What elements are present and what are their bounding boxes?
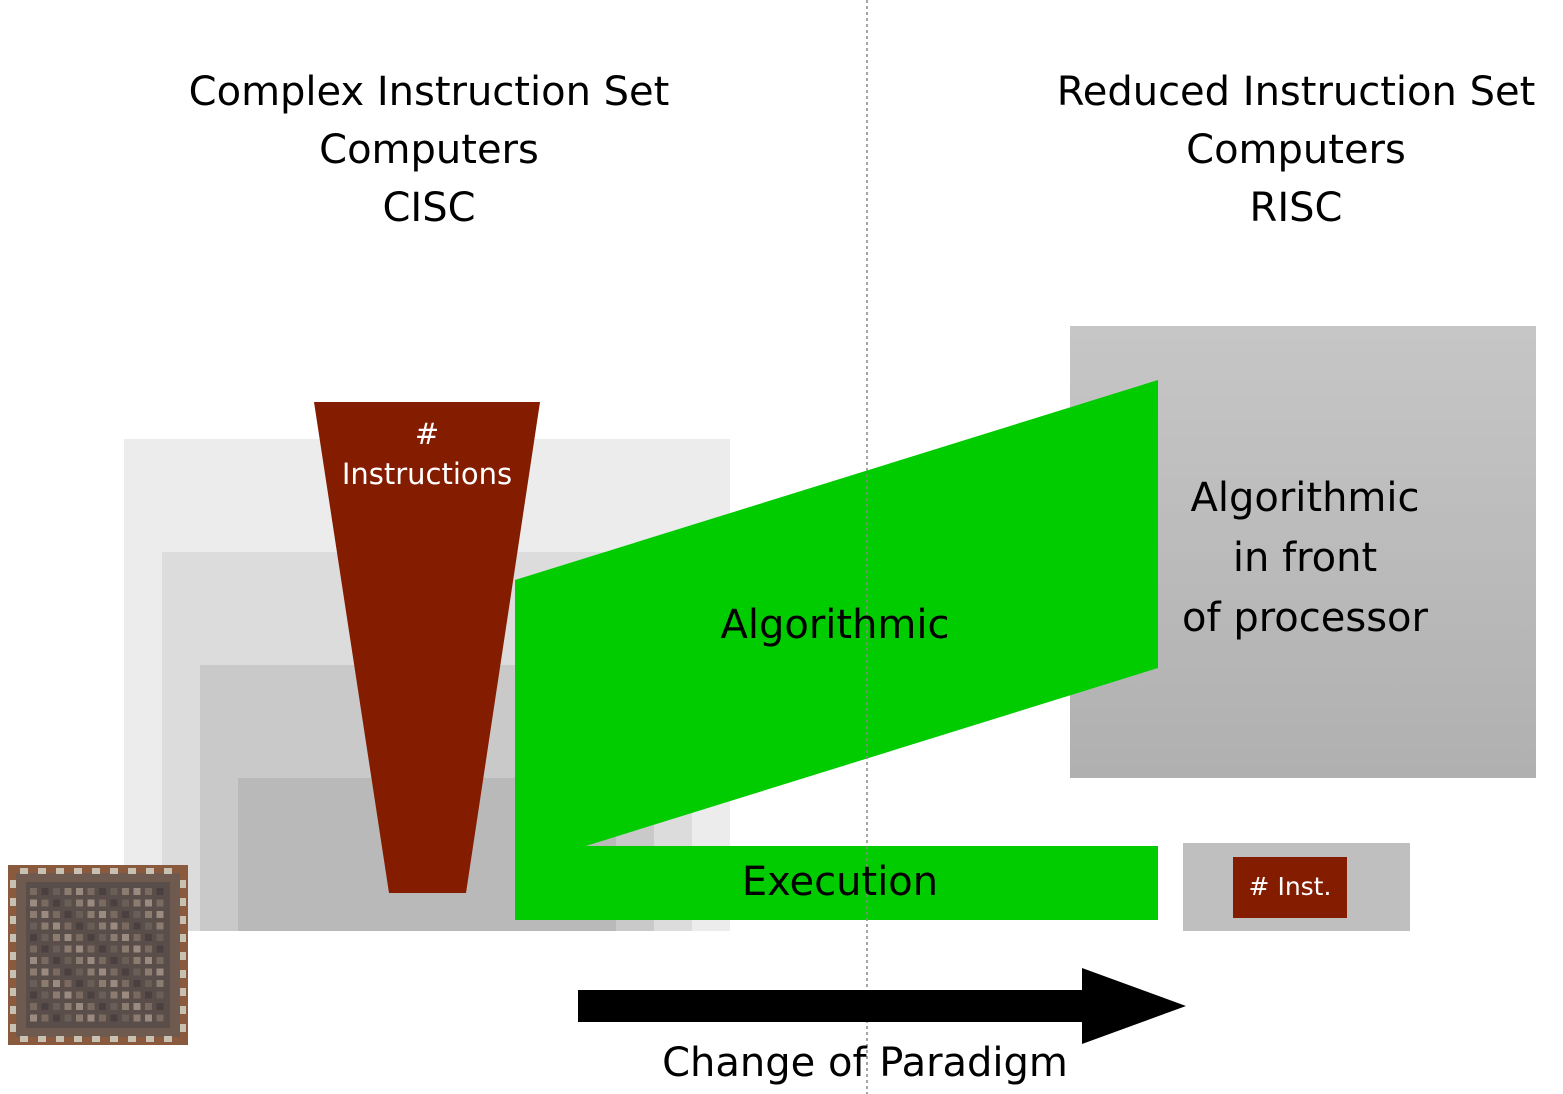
cisc-heading-line2: Computers <box>319 127 539 173</box>
green-execution-label: Execution <box>741 859 939 905</box>
cisc-heading: Complex Instruction Set Computers CISC <box>174 63 684 237</box>
risc-inst-badge <box>1233 857 1347 918</box>
green-execution-band <box>515 846 1158 920</box>
risc-heading-line3: RISC <box>1249 185 1343 231</box>
green-algorithmic-label: Algorithmic <box>720 602 950 648</box>
funnel-label: Instructions <box>341 457 513 491</box>
cisc-heading-line1: Complex Instruction Set <box>188 69 670 115</box>
risc-inst-badge-label: # Inst. <box>1248 872 1332 901</box>
processor-die-photo-icon <box>8 865 188 1045</box>
risc-heading-line1: Reduced Instruction Set <box>1056 69 1536 115</box>
instructions-funnel <box>314 402 540 893</box>
risc-box-line2: in front <box>1232 535 1378 581</box>
cisc-heading-line3: CISC <box>382 185 476 231</box>
funnel-symbol: # <box>414 417 440 451</box>
risc-box-line3: of processor <box>1182 595 1428 641</box>
risc-heading-line2: Computers <box>1186 127 1406 173</box>
paradigm-arrow <box>578 968 1186 1044</box>
risc-box-label: Algorithmic in front of processor <box>1160 468 1450 648</box>
green-algorithmic-band <box>515 380 1158 868</box>
arrow-label: Change of Paradigm <box>662 1040 1068 1086</box>
risc-box-line1: Algorithmic <box>1190 475 1420 521</box>
risc-heading: Reduced Instruction Set Computers RISC <box>1036 63 1556 237</box>
